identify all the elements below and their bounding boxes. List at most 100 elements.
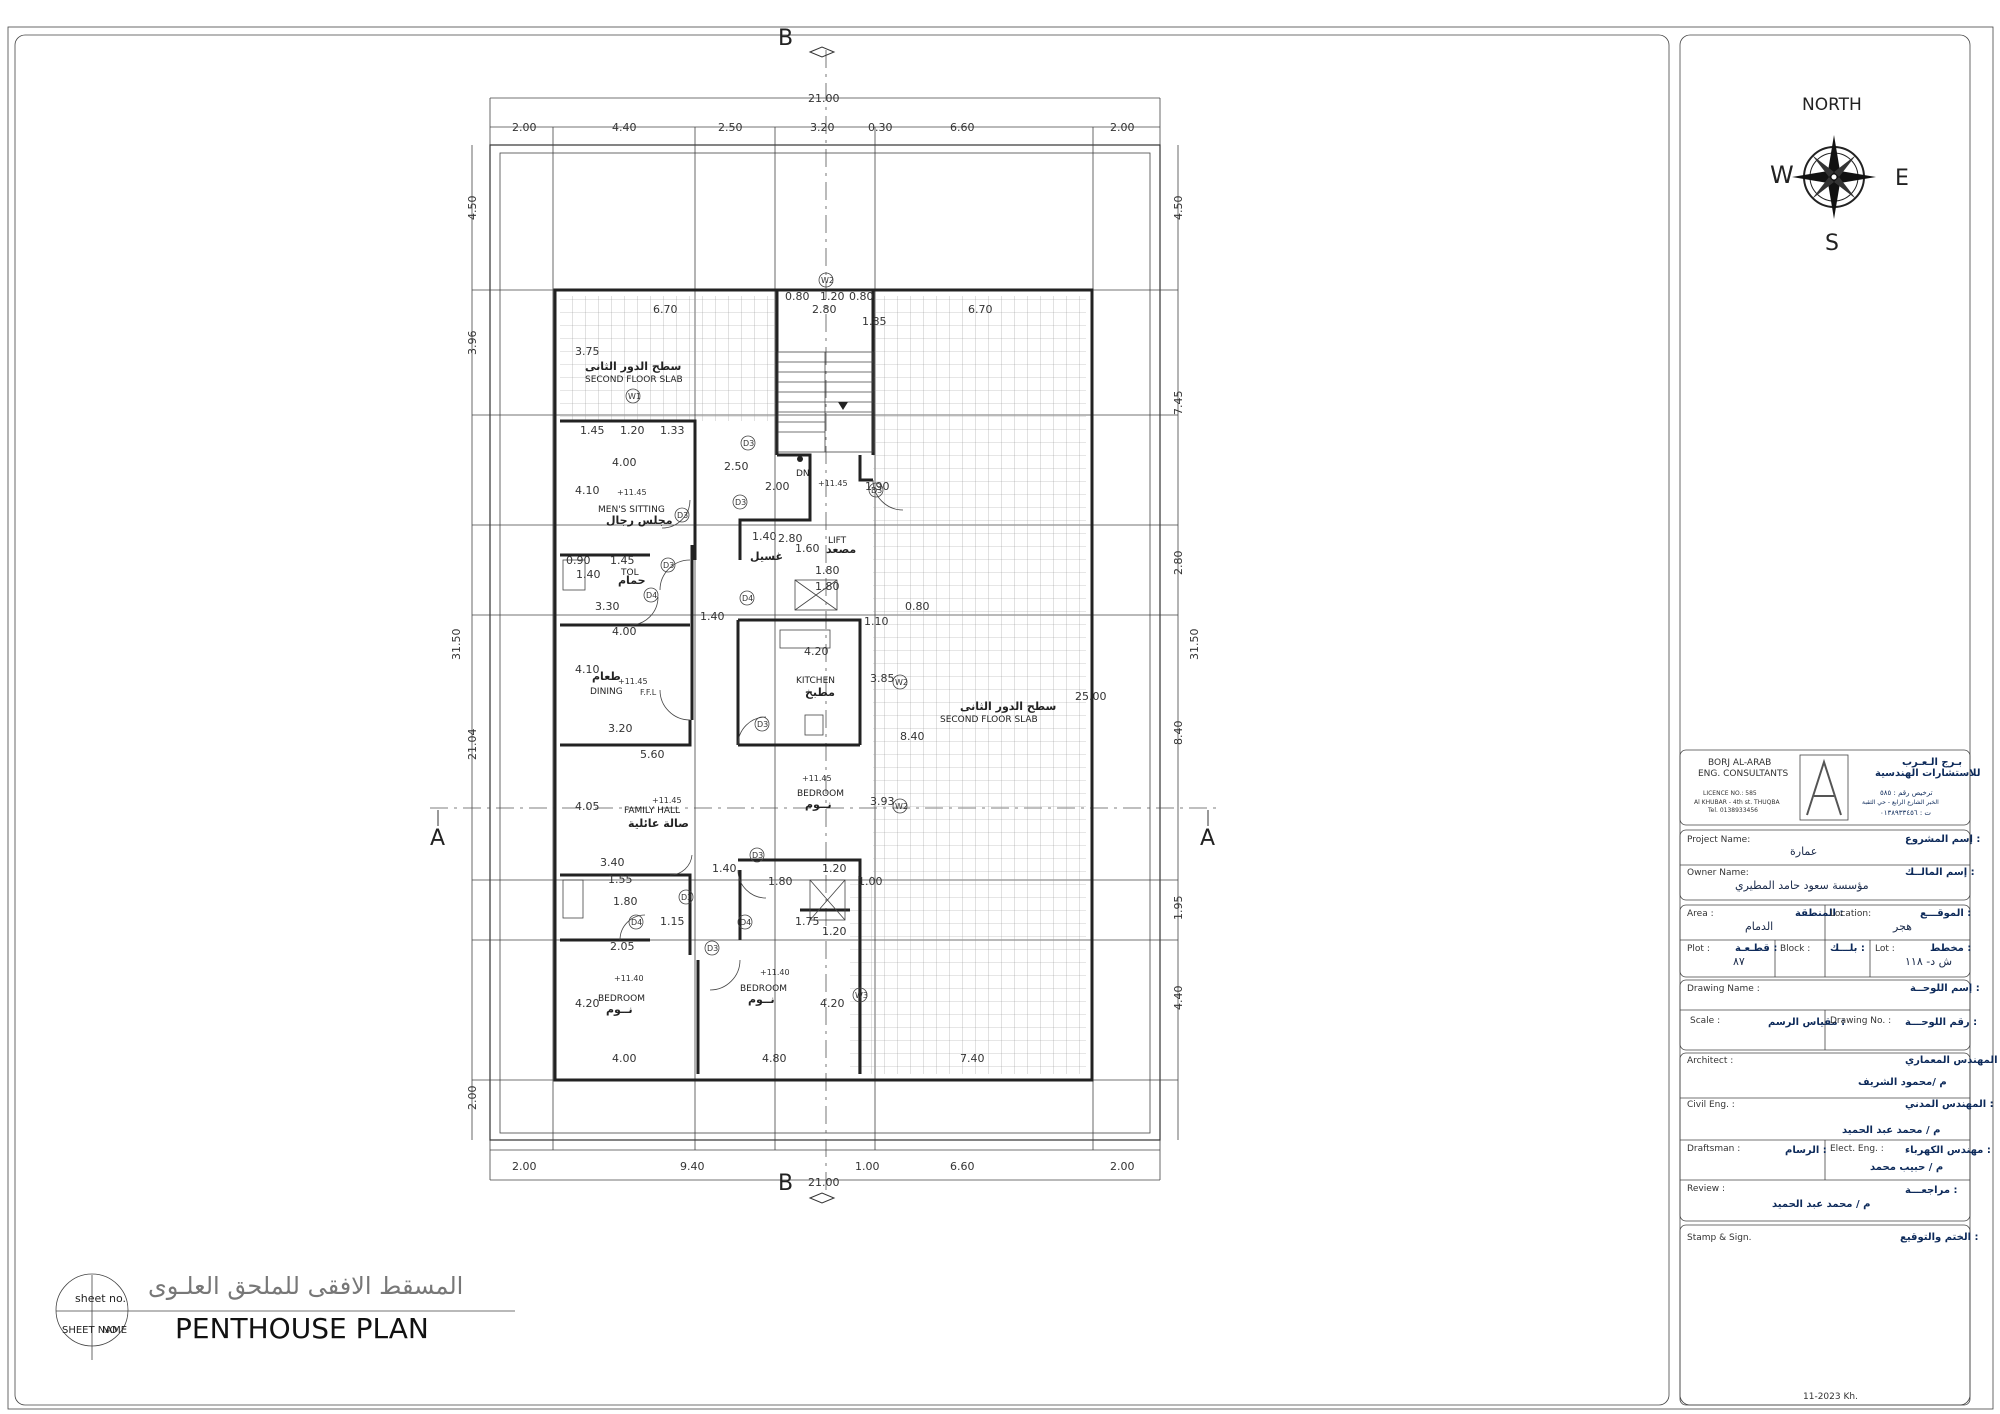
dim-interior: 3.75	[575, 345, 600, 358]
firm-licence-en: LICENCE NO.: 585	[1703, 790, 1757, 797]
dim-top-part: 0.30	[868, 121, 893, 134]
dim-interior: 2.50	[724, 460, 749, 473]
dim-interior: 8.40	[900, 730, 925, 743]
dim-interior: 1.20	[620, 424, 645, 437]
firm-tel-ar: ت : ٠١٣٨٩٣٣٤٥٦	[1880, 809, 1931, 817]
drawing-area-frame	[14, 34, 1670, 1406]
dim-interior: 1.20	[822, 925, 847, 938]
room-toilet-ar: حمام	[618, 574, 646, 587]
sheet-no-value: NO	[102, 1325, 117, 1336]
compass-south: S	[1825, 231, 1839, 256]
dim-bottom-part: 1.00	[855, 1160, 880, 1173]
level-mark-2: +11.45	[617, 488, 647, 497]
dim-interior: 1.33	[660, 424, 685, 437]
location-value: هجر	[1892, 920, 1912, 933]
review-label-en: Review :	[1687, 1184, 1725, 1194]
room-slab-right-en: SECOND FLOOR SLAB	[940, 715, 1038, 725]
area-label-ar: المنطقة :	[1795, 908, 1843, 919]
level-mark-6: +11.40	[614, 974, 644, 983]
dim-right-overall: 31.50	[1188, 629, 1201, 661]
draftsman-label-en: Draftsman :	[1687, 1144, 1740, 1154]
tag-d3-1: D3	[743, 439, 754, 448]
dim-interior: 1.40	[712, 862, 737, 875]
dim-bottom-overall: 21.00	[808, 1176, 840, 1189]
door-tags: D3 D3 D3 D3 D4 D4 D3 D3 D3 D3 D4 D4 D3	[628, 435, 884, 956]
firm-licence-ar: ترخيص رقم : ٥٨٥	[1880, 789, 1933, 797]
north-arrow: NORTH W E S	[1770, 95, 1909, 256]
room-family-ar: صالة عائلية	[628, 817, 689, 830]
compass-west: W	[1770, 161, 1794, 189]
room-dining-ar: طعام	[592, 670, 621, 683]
dim-interior: 1.45	[610, 554, 635, 567]
firm-address-ar: الخبر الشارع الرابع - حي الثقبة	[1862, 799, 1939, 806]
slab-area-bottom-right	[850, 876, 1086, 1074]
architect-value: م /محمود الشريف	[1858, 1077, 1947, 1088]
dim-left-overall: 31.50	[450, 629, 463, 661]
tag-w2-low: W2	[895, 802, 908, 811]
dim-interior: 1.60	[795, 542, 820, 555]
drawing-name-label-en: Drawing Name :	[1687, 984, 1760, 994]
block-label-ar: بلـــك :	[1830, 943, 1865, 954]
dim-interior: 1.00	[858, 875, 883, 888]
room-bed1-ar: نــوم	[805, 798, 832, 811]
firm-logo	[1799, 754, 1849, 821]
dim-interior: 0.90	[566, 554, 591, 567]
dim-interior: 3.85	[870, 672, 895, 685]
stamp-label-ar: الختم والتوقيع :	[1900, 1232, 1979, 1243]
dim-interior: 2.80	[812, 303, 837, 316]
dim-left-part: 3.96	[466, 331, 479, 356]
dim-interior: 4.80	[762, 1052, 787, 1065]
dim-interior: 25.00	[1075, 690, 1107, 703]
dim-interior: 1.80	[815, 580, 840, 593]
level-mark-3: +11.45	[618, 677, 648, 686]
architect-label-en: Architect :	[1687, 1056, 1733, 1066]
lot-value: ش د- ١١٨	[1905, 955, 1952, 968]
dim-interior: 1.45	[580, 424, 605, 437]
dim-interior: 1.85	[862, 315, 887, 328]
dim-left-part: 4.50	[466, 196, 479, 221]
dim-right-part: 8.40	[1172, 721, 1185, 746]
dim-right-part: 1.95	[1172, 896, 1185, 921]
room-family-en: FAMILY HALL	[624, 806, 680, 816]
room-laundry-ar: غسيل	[750, 550, 783, 563]
dim-interior: 4.20	[575, 997, 600, 1010]
firm-address-en: Al KHUBAR - 4th st. THUQBA	[1694, 799, 1780, 806]
site-inner-boundary	[499, 152, 1151, 1134]
draftsman-label-ar: الرسام :	[1785, 1145, 1827, 1156]
dim-top-part: 2.00	[1110, 121, 1135, 134]
review-label-ar: مراجعـــة :	[1905, 1185, 1958, 1196]
sheet-frame	[7, 26, 1994, 1410]
level-mark-7: +11.40	[760, 968, 790, 977]
dim-interior: 1.80	[815, 564, 840, 577]
dim-interior: 7.40	[960, 1052, 985, 1065]
dim-interior: 3.20	[608, 722, 633, 735]
dim-interior: 2.05	[610, 940, 635, 953]
tag-d3-6: D3	[871, 486, 882, 495]
dim-interior: 0.80	[785, 290, 810, 303]
drawing-no-label-en: Drawing No. :	[1830, 1016, 1891, 1026]
dim-bottom-part: 2.00	[1110, 1160, 1135, 1173]
tag-d3-4: D3	[663, 561, 674, 570]
dim-interior: 6.70	[653, 303, 678, 316]
section-marker-a-left: A	[430, 826, 445, 851]
dim-bottom-part: 6.60	[950, 1160, 975, 1173]
title-block: BORJ AL-ARAB ENG. CONSULTANTS LICENCE NO…	[1679, 749, 2000, 1406]
firm-name-en-1: BORJ AL-ARAB	[1708, 758, 1771, 768]
sheet-no-label: sheet no.	[75, 1292, 126, 1305]
room-mens-ar: مجلس رجال	[606, 514, 673, 527]
dim-right-part: 7.45	[1172, 391, 1185, 416]
firm-tel-en: Tel. 0138933456	[1707, 807, 1758, 814]
dim-interior: 4.20	[804, 645, 829, 658]
owner-value: مؤسسة سعود حامد المطيري	[1735, 879, 1869, 892]
bathroom-fixtures	[562, 559, 831, 919]
dim-top-part: 2.50	[718, 121, 743, 134]
plot-value: ٨٧	[1733, 955, 1745, 968]
section-marker-b-top: B	[778, 26, 793, 51]
plot-label-ar: قطـعـة :	[1735, 943, 1777, 954]
